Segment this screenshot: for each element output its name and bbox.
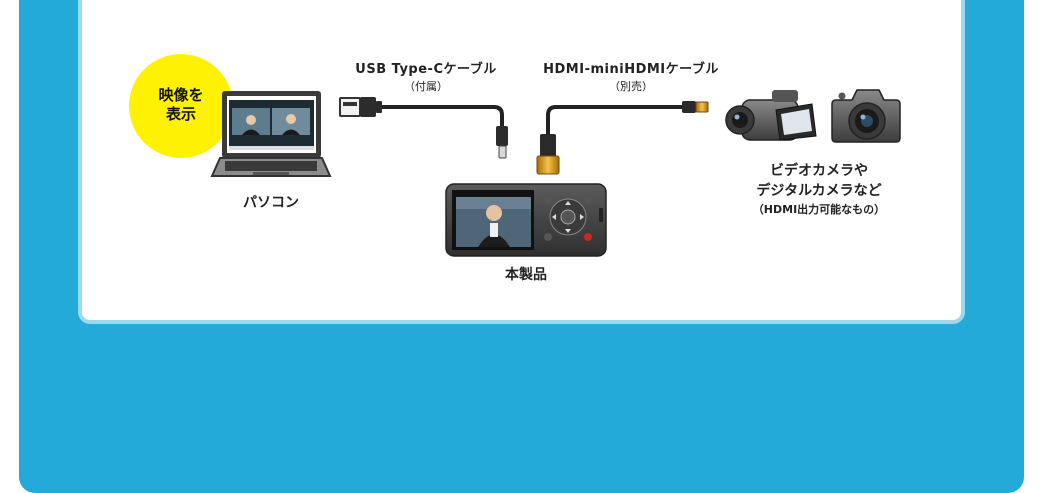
hdmi-cable <box>548 107 682 136</box>
display-badge-text: 映像を 表示 <box>151 86 211 124</box>
camera-label-line-2: デジタルカメラなど <box>724 180 914 200</box>
usb-a-plug-icon <box>340 97 382 117</box>
hdmi-plug-icon <box>537 134 559 174</box>
capture-device-icon <box>446 184 606 256</box>
camera-label-note: （HDMI出力可能なもの） <box>724 201 914 217</box>
usb-type-c-cable <box>382 107 502 128</box>
computer-label: パソコン <box>226 192 316 212</box>
hdmi-cable-title: HDMI-miniHDMIケーブル <box>528 58 734 77</box>
badge-line-1: 映像を <box>151 86 211 105</box>
video-camera-icon <box>726 90 816 140</box>
usb-cable-title: USB Type-Cケーブル <box>340 58 512 77</box>
laptop-icon <box>212 91 330 176</box>
badge-line-2: 表示 <box>151 105 211 124</box>
hdmi-cable-note: （別売） <box>528 78 734 94</box>
digital-camera-icon <box>832 90 900 142</box>
product-label: 本製品 <box>486 264 566 284</box>
usb-c-plug-icon <box>496 126 508 158</box>
usb-cable-note: （付属） <box>340 78 512 94</box>
mini-hdmi-plug-icon <box>682 101 708 113</box>
camera-label-line-1: ビデオカメラや <box>724 160 914 180</box>
